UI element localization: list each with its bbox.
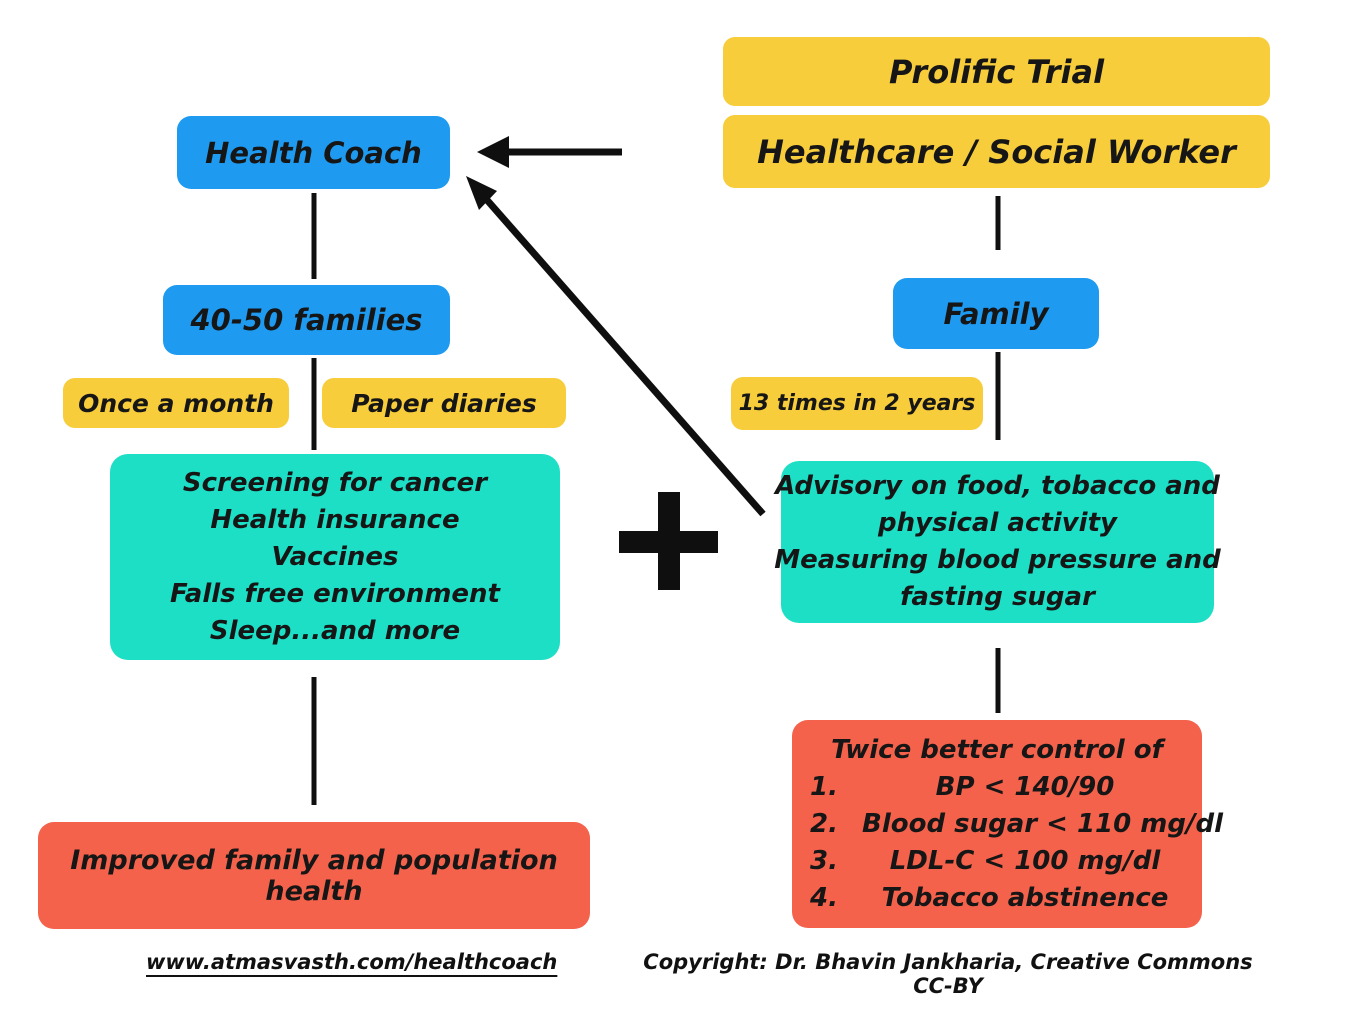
service-line: Health insurance	[210, 504, 460, 535]
service-line: Vaccines	[271, 541, 399, 572]
node-once-a-month: Once a month	[63, 378, 289, 428]
results-item-number: 1.	[810, 772, 838, 802]
results-item: 1. BP < 140/90	[792, 769, 1202, 806]
results-item: 4. Tobacco abstinence	[792, 880, 1202, 917]
arrow-diagonal-icon	[466, 176, 766, 517]
node-visits: 13 times in 2 years	[731, 377, 983, 430]
advisory-line: Measuring blood pressure and	[774, 545, 1221, 575]
results-item: 2. Blood sugar < 110 mg/dl	[792, 806, 1223, 843]
advisory-line: physical activity	[878, 508, 1117, 538]
copyright-text: Copyright: Dr. Bhavin Jankharia, Creativ…	[643, 950, 1253, 998]
node-advisory: Advisory on food, tobacco and physical a…	[774, 461, 1221, 623]
results-item-text: Blood sugar < 110 mg/dl	[862, 809, 1224, 839]
results-item-number: 4.	[810, 883, 838, 913]
advisory-line: fasting sugar	[900, 582, 1095, 612]
node-paper-diaries: Paper diaries	[322, 378, 566, 428]
results-title: Twice better control of	[831, 735, 1163, 765]
node-services: Screening for cancer Health insurance Va…	[110, 454, 560, 660]
service-line: Screening for cancer	[182, 467, 488, 498]
plus-icon	[619, 492, 718, 590]
connector-lines	[311, 193, 1001, 805]
results-item: 3. LDL-C < 100 mg/dl	[792, 843, 1202, 880]
node-health-coach: Health Coach	[177, 116, 450, 189]
results-item-number: 2.	[810, 809, 838, 839]
node-prolific-trial: Prolific Trial	[723, 37, 1270, 106]
node-results: Twice better control of 1. BP < 140/90 2…	[792, 720, 1223, 928]
node-healthcare-social-worker: Healthcare / Social Worker	[723, 115, 1270, 188]
arrow-horizontal-icon	[477, 136, 622, 168]
node-outcome: Improved family and population health	[38, 822, 590, 929]
service-line: Sleep...and more	[209, 615, 461, 646]
results-item-number: 3.	[810, 846, 838, 876]
results-item-text: BP < 140/90	[935, 772, 1115, 802]
node-families: 40-50 families	[163, 285, 450, 355]
results-item-text: LDL-C < 100 mg/dl	[889, 846, 1161, 876]
advisory-line: Advisory on food, tobacco and	[775, 471, 1220, 501]
service-line: Falls free environment	[170, 578, 500, 609]
results-item-text: Tobacco abstinence	[881, 883, 1169, 913]
website-link[interactable]: www.atmasvasth.com/healthcoach	[146, 950, 558, 974]
node-family: Family	[893, 278, 1099, 349]
